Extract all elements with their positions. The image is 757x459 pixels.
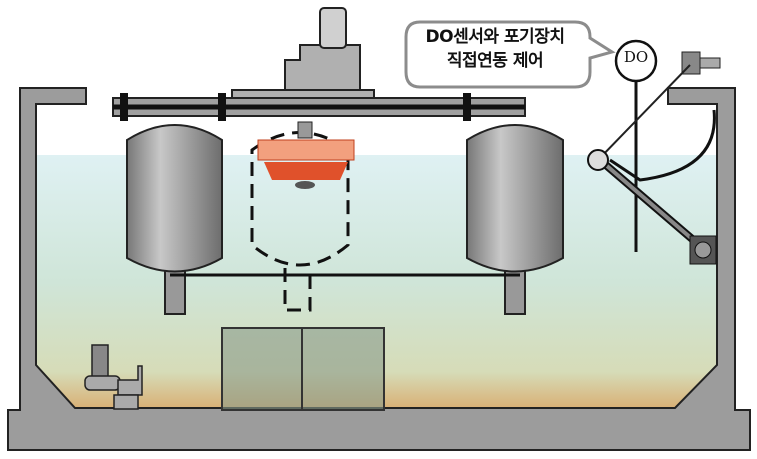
support-beam (112, 93, 526, 121)
aerator-arm (587, 51, 721, 265)
do-sensor-label: DO (623, 48, 649, 66)
beam-clamp (120, 93, 128, 121)
aeration-zone-outline (250, 131, 350, 312)
submersible-pump (84, 344, 143, 410)
diffuser (257, 139, 355, 189)
beam-clamp (463, 93, 471, 121)
beam-clamp (218, 93, 226, 121)
diffuser-mount (297, 121, 313, 139)
callout-bubble (404, 20, 616, 89)
basin-wall (7, 87, 751, 451)
settling-block (221, 327, 385, 411)
blower-motor (231, 7, 375, 99)
callout-line-1: DO센서와 포기장치 (425, 27, 565, 47)
callout-text: DO센서와 포기장치 직접연동 제어 (410, 25, 580, 81)
callout-line-2: 직접연동 제어 (446, 51, 544, 71)
